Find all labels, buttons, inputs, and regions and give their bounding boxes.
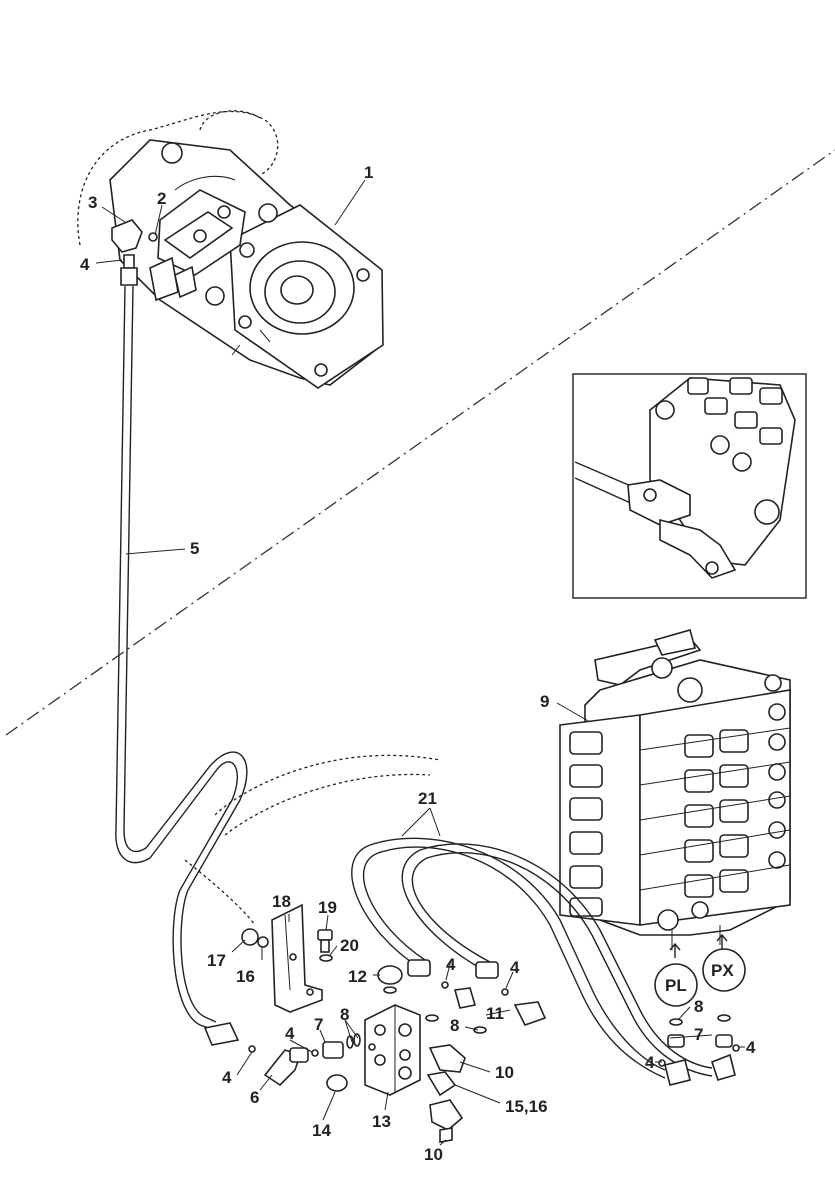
hoses-21 xyxy=(351,837,713,1079)
callout-3: 3 xyxy=(88,193,97,212)
callout-14: 14 xyxy=(312,1121,331,1140)
callout-8-left: 8 xyxy=(340,1005,349,1024)
callout-4-mid1: 4 xyxy=(446,955,456,974)
pump-elbow-fitting xyxy=(111,219,158,286)
callout-7-ports: 7 xyxy=(694,1025,703,1044)
sensor-fittings xyxy=(426,1044,466,1143)
callout-10-a: 10 xyxy=(495,1063,514,1082)
callout-2: 2 xyxy=(157,189,166,208)
left-fittings xyxy=(203,1022,361,1087)
leader-lines xyxy=(95,179,745,1146)
callout-4-bottom-left: 4 xyxy=(222,1068,232,1087)
hose-5 xyxy=(115,285,441,1031)
hydraulic-pump xyxy=(77,110,384,389)
callout-8-ports: 8 xyxy=(694,997,703,1016)
callout-1: 1 xyxy=(364,163,373,182)
callout-4-mid2: 4 xyxy=(510,958,520,977)
callout-11: 11 xyxy=(486,1004,504,1023)
right-fittings xyxy=(407,959,547,1034)
callout-8-right: 8 xyxy=(450,1016,459,1035)
callout-19: 19 xyxy=(318,898,337,917)
section-centerline xyxy=(5,149,835,736)
callout-21: 21 xyxy=(418,789,437,808)
bolt-and-washer xyxy=(317,929,333,962)
callout-18: 18 xyxy=(272,892,291,911)
callout-4-left: 4 xyxy=(285,1024,295,1043)
mounting-bracket xyxy=(241,903,323,1013)
callout-7-left: 7 xyxy=(314,1015,323,1034)
callout-10-b: 10 xyxy=(424,1145,443,1164)
plug-14 xyxy=(326,1074,348,1092)
callout-12: 12 xyxy=(348,967,367,986)
callout-4-ports-left: 4 xyxy=(645,1053,655,1072)
callout-4-ports-right: 4 xyxy=(746,1038,756,1057)
callout-4-top: 4 xyxy=(80,255,90,274)
inset-detail-box xyxy=(572,373,807,599)
plug-12 xyxy=(377,965,403,994)
callout-5: 5 xyxy=(190,539,199,558)
control-valve-block xyxy=(559,629,791,958)
callout-16: 16 xyxy=(236,967,255,986)
port-label-px: PX xyxy=(711,961,734,980)
callout-20: 20 xyxy=(340,936,359,955)
port-pl-marker xyxy=(654,963,698,1007)
callout-13: 13 xyxy=(372,1112,391,1131)
manifold-block xyxy=(364,1004,421,1096)
callout-6: 6 xyxy=(250,1088,259,1107)
callout-15-16: 15,16 xyxy=(505,1097,548,1116)
port-label-pl: PL xyxy=(665,976,687,995)
port-px-marker xyxy=(702,948,746,992)
callout-17: 17 xyxy=(207,951,226,970)
callout-9: 9 xyxy=(540,692,549,711)
